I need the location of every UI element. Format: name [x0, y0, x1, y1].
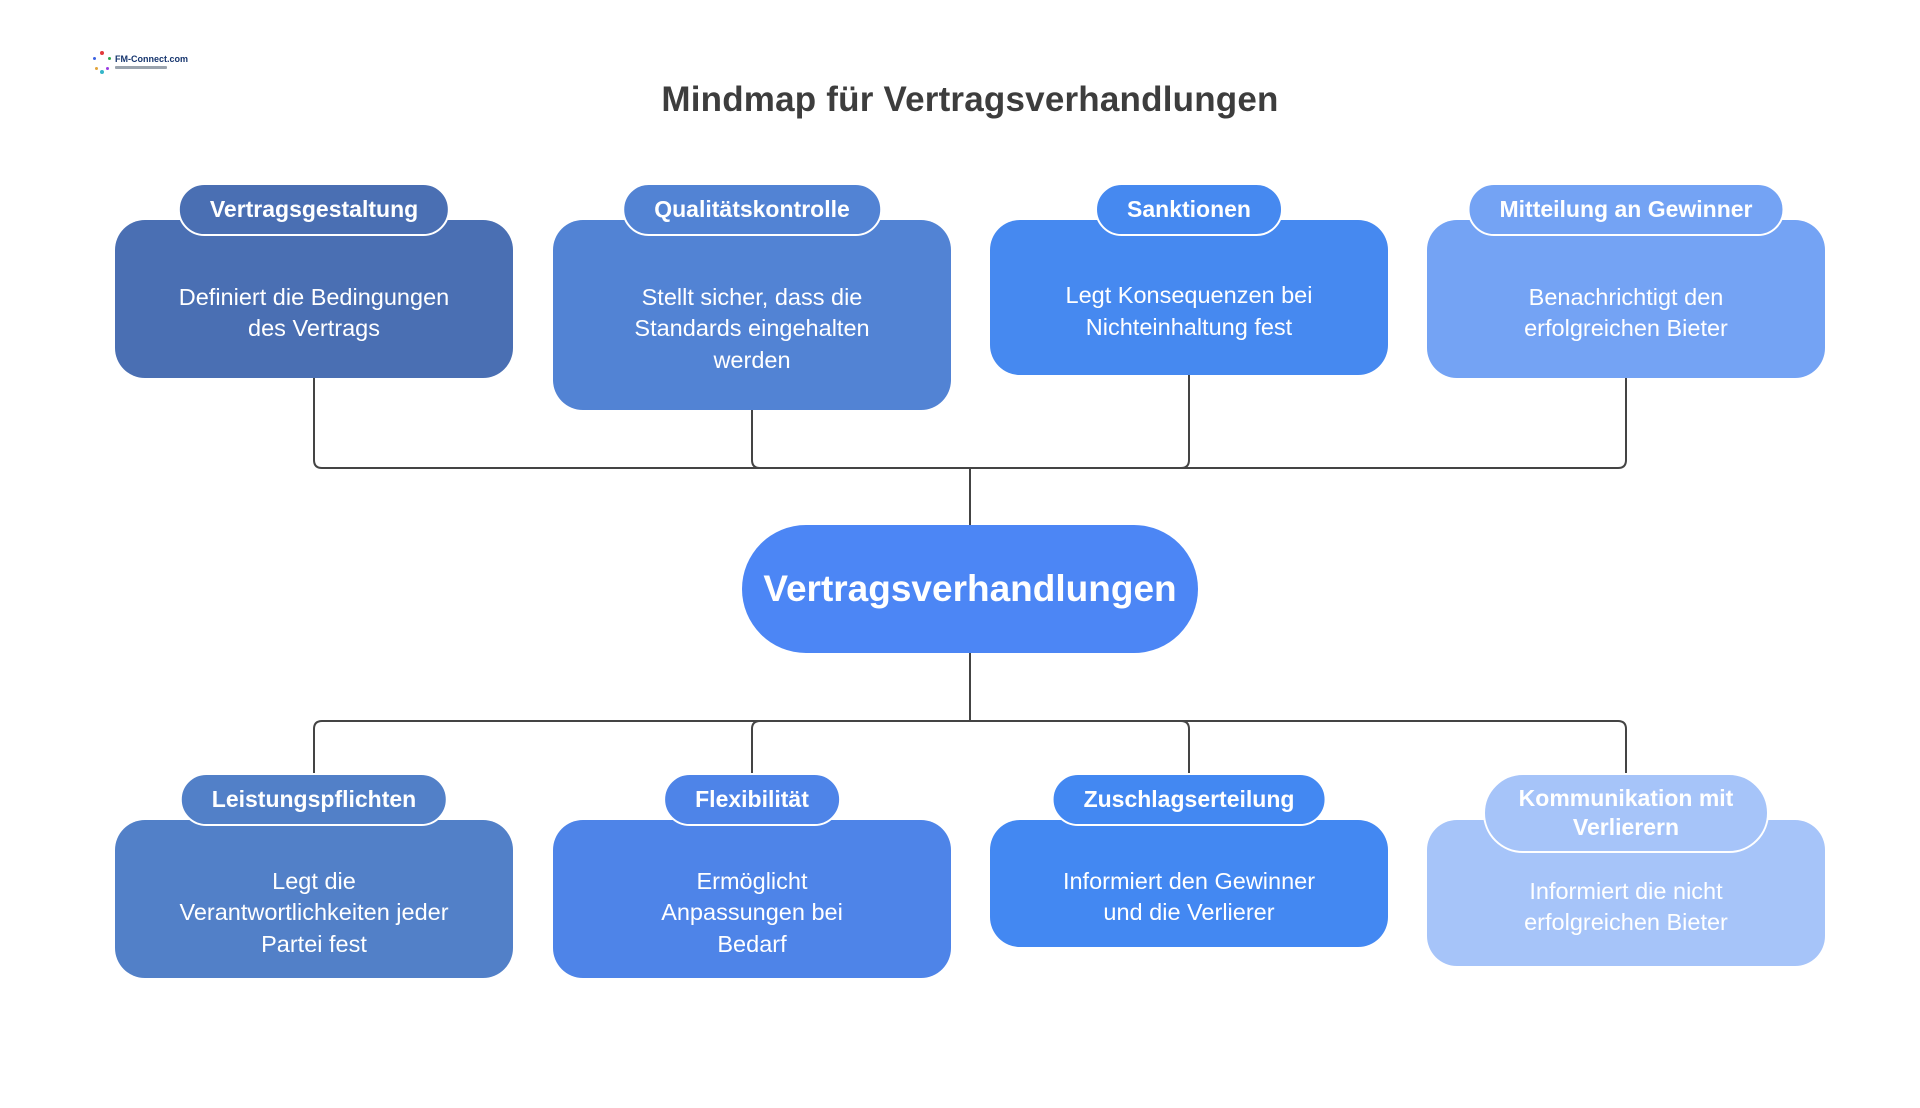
branch-body: Ermöglicht Anpassungen bei Bedarf — [553, 820, 951, 978]
branch-description: Legt die Verantwortlichkeiten jeder Part… — [179, 868, 449, 957]
connector-bottom-4 — [970, 720, 1627, 780]
branch-description: Benachrichtigt den erfolgreichen Bieter — [1524, 283, 1728, 341]
branch-pill: Zuschlagserteilung — [1051, 773, 1327, 826]
branch-description: Definiert die Bedingungen des Vertrags — [178, 283, 450, 341]
logo-tagline — [115, 65, 167, 69]
branch-body: Legt Konsequenzen bei Nichteinhaltung fe… — [990, 220, 1388, 375]
branch-description: Legt Konsequenzen bei Nichteinhaltung fe… — [1065, 282, 1313, 340]
branch-body: Stellt sicher, dass die Standards eingeh… — [553, 220, 951, 410]
branch-body: Legt die Verantwortlichkeiten jeder Part… — [115, 820, 513, 978]
connector-top-1 — [313, 370, 970, 469]
branch-pill: Vertragsgestaltung — [177, 183, 451, 236]
branch-pill: Leistungspflichten — [179, 773, 449, 826]
branch-description: Stellt sicher, dass die Standards eingeh… — [634, 284, 870, 373]
branch-description: Informiert die nicht erfolgreichen Biete… — [1524, 877, 1728, 935]
fm-connect-logo: FM-Connect.com — [92, 50, 188, 74]
branch-node-zuschlagserteilung: Zuschlagserteilung Informiert den Gewinn… — [990, 773, 1388, 947]
branch-pill: Mitteilung an Gewinner — [1467, 183, 1785, 236]
branch-body: Informiert den Gewinner und die Verliere… — [990, 820, 1388, 947]
connector-bottom-3 — [970, 720, 1190, 780]
branch-node-vertragsgestaltung: Vertragsgestaltung Definiert die Bedingu… — [115, 183, 513, 378]
connector-bottom-1 — [313, 720, 970, 780]
branch-node-sanktionen: Sanktionen Legt Konsequenzen bei Nichtei… — [990, 183, 1388, 375]
branch-node-kommunikation-mit-verlierern: Kommunikation mit Verlierern Informiert … — [1427, 773, 1825, 966]
connector-bottom-2 — [751, 720, 970, 780]
connector-top-2 — [751, 400, 970, 469]
branch-node-flexibilitaet: Flexibilität Ermöglicht Anpassungen bei … — [553, 773, 951, 978]
connector-top-4 — [970, 370, 1627, 469]
branch-body: Definiert die Bedingungen des Vertrags — [115, 220, 513, 378]
connector-top-3 — [970, 370, 1190, 469]
branch-body: Benachrichtigt den erfolgreichen Bieter — [1427, 220, 1825, 378]
branch-node-qualitaetskontrolle: Qualitätskontrolle Stellt sicher, dass d… — [553, 183, 951, 410]
branch-pill: Kommunikation mit Verlierern — [1483, 773, 1769, 853]
branch-node-mitteilung-an-gewinner: Mitteilung an Gewinner Benachrichtigt de… — [1427, 183, 1825, 378]
branch-description: Ermöglicht Anpassungen bei Bedarf — [661, 868, 843, 957]
branch-description: Informiert den Gewinner und die Verliere… — [1062, 868, 1316, 926]
branch-pill: Sanktionen — [1095, 183, 1283, 236]
branch-pill: Flexibilität — [663, 773, 841, 826]
branch-node-leistungspflichten: Leistungspflichten Legt die Verantwortli… — [115, 773, 513, 978]
logo-text: FM-Connect.com — [115, 54, 188, 65]
center-node: Vertragsverhandlungen — [742, 525, 1198, 653]
atom-dots-icon — [92, 50, 112, 74]
branch-pill: Qualitätskontrolle — [622, 183, 882, 236]
mindmap-title: Mindmap für Vertragsverhandlungen — [661, 80, 1279, 119]
